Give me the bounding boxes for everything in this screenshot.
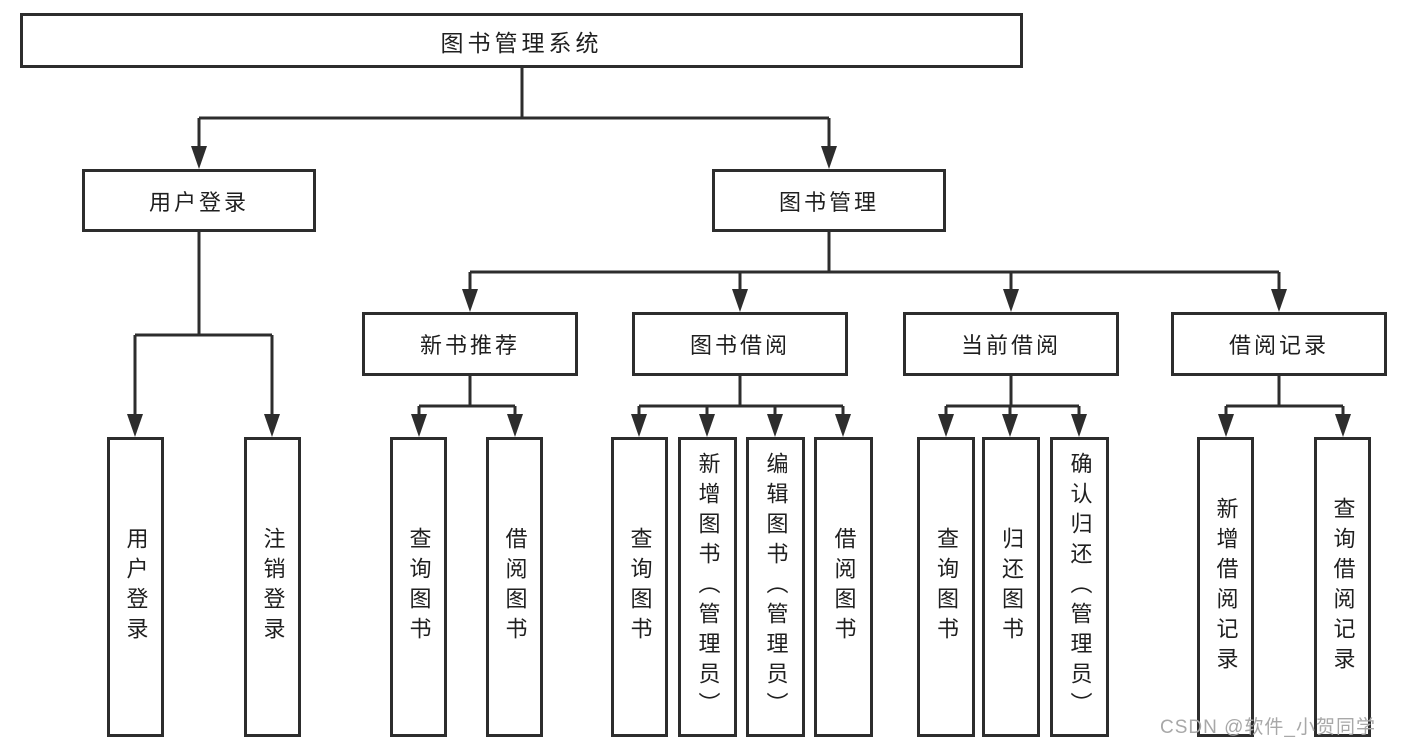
node-section-borrow-records[interactable]: 借阅记录	[1171, 312, 1387, 376]
node-leaf-query-books-recommend[interactable]: 查询图书	[390, 437, 447, 737]
node-label: 查询图书	[406, 527, 432, 647]
node-label: 用户登录	[123, 527, 149, 647]
node-root-system[interactable]: 图书管理系统	[20, 13, 1023, 68]
node-label: 注销登录	[260, 527, 286, 647]
node-label: 借阅图书	[831, 527, 857, 647]
node-label: 新增借阅记录	[1213, 497, 1239, 677]
node-branch-user-login[interactable]: 用户登录	[82, 169, 316, 232]
node-section-book-borrow[interactable]: 图书借阅	[632, 312, 848, 376]
node-leaf-borrow-books[interactable]: 借阅图书	[814, 437, 873, 737]
node-leaf-add-borrow-record[interactable]: 新增借阅记录	[1197, 437, 1254, 737]
node-label: 新书推荐	[419, 333, 520, 358]
node-leaf-edit-book-admin[interactable]: 编辑图书（管理员）	[746, 437, 805, 737]
node-leaf-query-borrow-record[interactable]: 查询借阅记录	[1314, 437, 1371, 737]
node-label: 查询图书	[934, 527, 959, 647]
node-label: 图书管理	[778, 189, 879, 215]
node-leaf-confirm-return-admin[interactable]: 确认归还（管理员）	[1050, 437, 1109, 737]
node-leaf-query-books-current[interactable]: 查询图书	[917, 437, 975, 737]
node-label: 确认归还（管理员）	[1067, 452, 1093, 722]
node-label: 新增图书（管理员）	[695, 452, 721, 722]
node-label: 查询借阅记录	[1330, 497, 1356, 677]
node-branch-book-management[interactable]: 图书管理	[712, 169, 946, 232]
node-leaf-query-books-borrow[interactable]: 查询图书	[611, 437, 668, 737]
node-label: 编辑图书（管理员）	[763, 452, 789, 722]
node-leaf-add-book-admin[interactable]: 新增图书（管理员）	[678, 437, 737, 737]
node-leaf-user-login[interactable]: 用户登录	[107, 437, 164, 737]
node-leaf-return-book[interactable]: 归还图书	[982, 437, 1040, 737]
node-label: 借阅记录	[1228, 333, 1329, 358]
node-label: 用户登录	[148, 189, 249, 215]
arrowhead-icons	[127, 146, 1351, 437]
csdn-watermark: CSDN @软件_小贺同学	[1160, 717, 1376, 738]
node-leaf-logout[interactable]: 注销登录	[244, 437, 301, 737]
node-label: 查询图书	[627, 527, 653, 647]
node-leaf-borrow-books-recommend[interactable]: 借阅图书	[486, 437, 543, 737]
node-label: 图书管理系统	[440, 29, 603, 56]
node-label: 归还图书	[999, 527, 1024, 647]
node-label: 图书借阅	[689, 333, 790, 358]
node-section-current-borrow[interactable]: 当前借阅	[903, 312, 1119, 376]
node-label: 当前借阅	[960, 333, 1061, 358]
node-label: 借阅图书	[502, 527, 528, 647]
node-section-new-book-recommend[interactable]: 新书推荐	[362, 312, 578, 376]
